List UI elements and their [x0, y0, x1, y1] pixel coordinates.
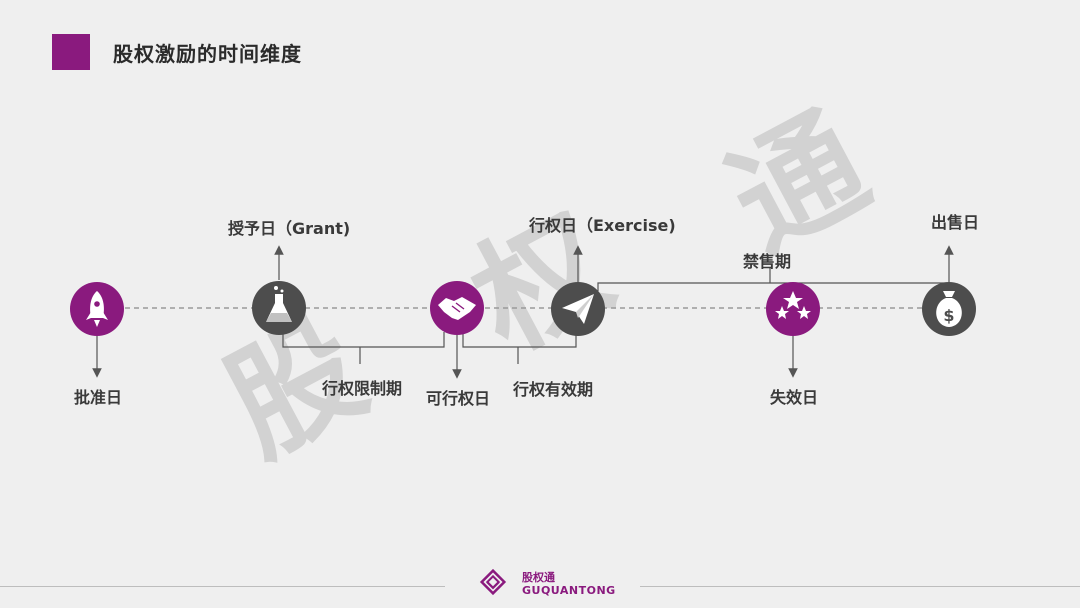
page-title: 股权激励的时间维度 — [113, 42, 302, 66]
bracket-restriction — [282, 332, 445, 364]
stars-icon — [766, 282, 820, 336]
label-sell-date: 出售日 — [931, 213, 980, 232]
footer-brand-cn: 股权通 — [522, 571, 555, 584]
label-lockup-period: 禁售期 — [743, 252, 792, 271]
footer-line-right — [640, 586, 1080, 587]
paper-plane-icon — [551, 282, 605, 336]
label-restriction-period: 行权限制期 — [322, 379, 403, 398]
title-accent-block — [52, 34, 90, 70]
label-approve-date: 批准日 — [74, 388, 123, 407]
money-bag-icon: $ — [922, 282, 976, 336]
label-grant-date: 授予日（Grant) — [228, 219, 351, 238]
brand-logo-icon — [479, 568, 507, 596]
label-exercise-date: 行权日（Exercise) — [529, 216, 676, 235]
label-expire-date: 失效日 — [770, 388, 819, 407]
flask-icon — [252, 281, 306, 335]
footer-brand-en: GUQUANTONG — [522, 584, 616, 597]
rocket-icon — [70, 282, 124, 336]
label-valid-period: 行权有效期 — [513, 380, 594, 399]
svg-text:$: $ — [943, 306, 954, 325]
footer-line-left — [0, 586, 445, 587]
bracket-valid — [462, 332, 577, 364]
handshake-icon — [430, 281, 484, 335]
label-vest-date: 可行权日 — [426, 389, 491, 408]
